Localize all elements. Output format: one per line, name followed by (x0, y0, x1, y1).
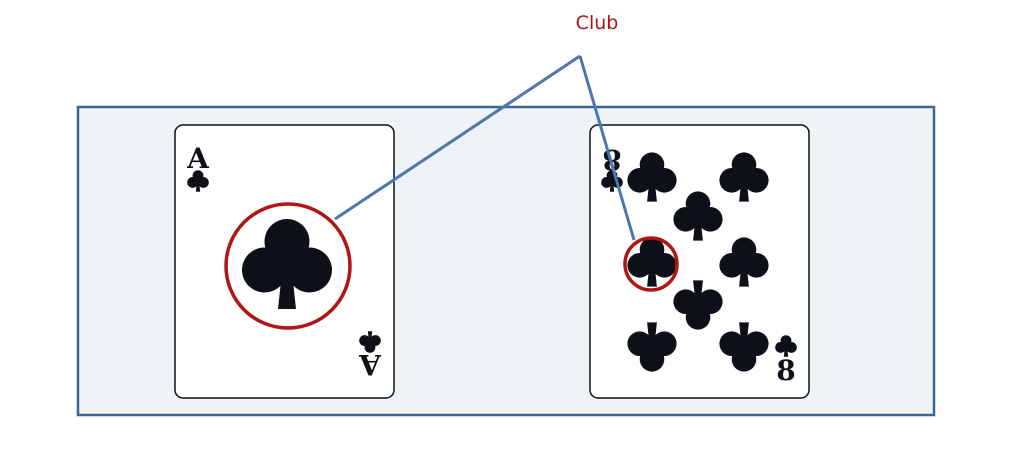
leader-line-to-ace (334, 54, 581, 221)
ace-of-clubs-card: A A (174, 124, 395, 399)
highlight-ring-eight (623, 236, 679, 292)
corner-rank-top: A (186, 142, 210, 175)
callout-label: Club (576, 12, 619, 34)
leader-line-to-eight (578, 55, 636, 241)
corner-rank-bottom: 8 (776, 354, 795, 387)
corner-rank-bottom: A (358, 348, 382, 381)
eight-of-clubs-card: 8 8 (589, 124, 810, 399)
card-body (589, 124, 810, 399)
highlight-ring-ace (224, 202, 352, 330)
